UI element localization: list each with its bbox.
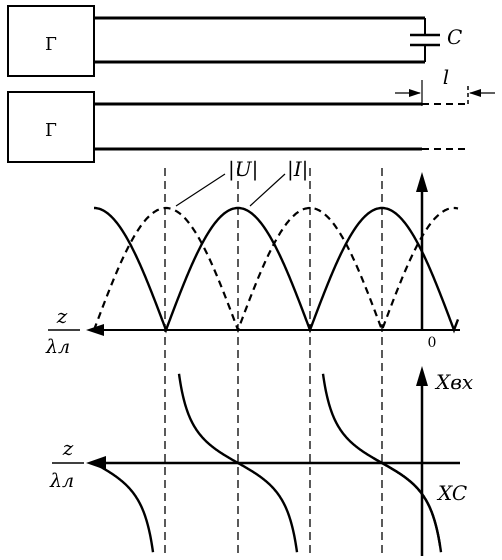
bottom-circuit: Г l	[7, 65, 495, 163]
z-label-top-den: λл	[45, 336, 70, 358]
top-circuit: Г C	[7, 5, 462, 77]
z-label-top-num: z	[56, 304, 68, 328]
cap-reactance-label: XC	[436, 481, 467, 505]
z-label-bottom-num: z	[62, 436, 74, 460]
node-guides	[164, 168, 383, 556]
generator-bottom-label: Г	[45, 120, 57, 141]
current-label: |I|	[287, 157, 308, 182]
reactance-branch-1	[93, 461, 155, 553]
generator-top-label: Г	[45, 34, 57, 55]
voltage-label: |U|	[228, 157, 258, 182]
length-label: l	[443, 65, 449, 89]
z-label-bottom-den: λл	[49, 470, 74, 492]
reactance-branch-2	[177, 373, 299, 553]
amplitude-y-axis-arrowhead	[416, 172, 428, 192]
voltage-leader	[175, 173, 226, 207]
capacitor-label: C	[447, 25, 462, 49]
reactance-branch-4	[372, 457, 442, 546]
generator-bottom-box	[7, 91, 95, 163]
current-leader	[249, 173, 286, 207]
length-arrowhead-left	[409, 89, 421, 97]
origin-label: 0	[428, 335, 437, 351]
reactance-y-axis-arrowhead	[416, 366, 428, 386]
amplitude-plot: |U| |I| 0 z λл	[45, 157, 460, 358]
reactance-plot: Xвх XC z λл	[49, 366, 473, 556]
input-reactance-label: Xвх	[434, 370, 473, 394]
length-arrowhead-right	[469, 89, 481, 97]
current-curve	[92, 206, 459, 334]
voltage-curve	[94, 206, 460, 334]
generator-top-box	[7, 5, 95, 77]
